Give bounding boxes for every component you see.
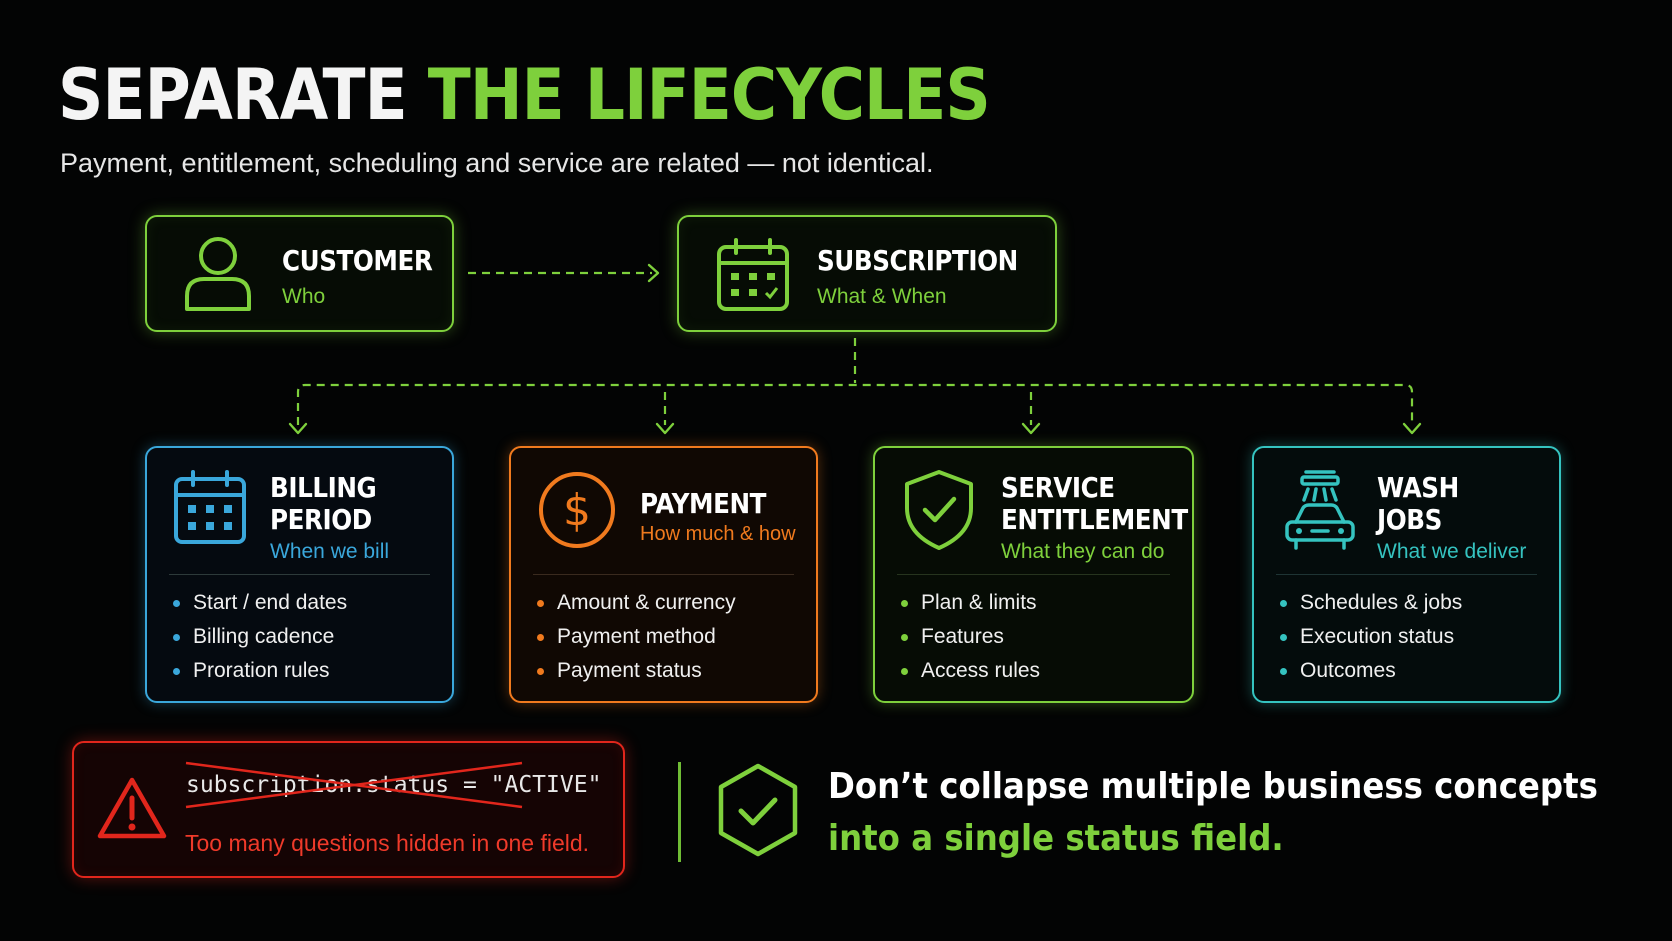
list-item: Amount & currency	[537, 586, 736, 620]
billing-heading-line2: PERIOD	[270, 503, 372, 536]
calendar-icon	[174, 470, 246, 544]
subscription-heading: SUBSCRIPTION	[817, 244, 1018, 277]
branch-bus-connector	[296, 383, 1414, 425]
anti-pattern-box	[72, 741, 625, 878]
billing-subtitle: When we bill	[270, 540, 390, 563]
payment-card: $ PAYMENT How much & how Amount & curren…	[509, 446, 818, 703]
billing-list: Start / end dates Billing cadence Prorat…	[173, 586, 347, 688]
entitlement-heading-line1: SERVICE	[1001, 471, 1115, 504]
card-divider	[1276, 574, 1537, 575]
card-divider	[169, 574, 430, 575]
list-item: Payment status	[537, 654, 736, 688]
list-item: Schedules & jobs	[1280, 586, 1462, 620]
page-title: SEPARATE THE LIFECYCLES	[58, 54, 991, 136]
svg-text:$: $	[563, 485, 591, 536]
wash-heading-line2: JOBS	[1377, 503, 1442, 536]
list-item: Start / end dates	[173, 586, 347, 620]
entitlement-heading-line2: ENTITLEMENT	[1001, 503, 1188, 536]
service-entitlement-card: SERVICE ENTITLEMENT What they can do Pla…	[873, 446, 1194, 703]
user-icon	[185, 237, 251, 311]
list-item: Plan & limits	[901, 586, 1040, 620]
dollar-icon: $	[539, 472, 615, 548]
billing-period-card: BILLING PERIOD When we bill Start / end …	[145, 446, 454, 703]
payment-subtitle: How much & how	[640, 523, 796, 545]
card-divider	[897, 574, 1170, 575]
entitlement-subtitle: What they can do	[1001, 540, 1165, 563]
subscription-subtitle: What & When	[817, 285, 947, 308]
list-item: Access rules	[901, 654, 1040, 688]
wash-jobs-card: WASH JOBS What we deliver Schedules & jo…	[1252, 446, 1561, 703]
list-item: Features	[901, 620, 1040, 654]
list-item: Outcomes	[1280, 654, 1462, 688]
arrowhead-payment	[655, 422, 675, 435]
wash-list: Schedules & jobs Execution status Outcom…	[1280, 586, 1462, 688]
list-item: Payment method	[537, 620, 736, 654]
warning-icon	[97, 777, 167, 839]
wash-subtitle: What we deliver	[1377, 540, 1527, 563]
card-divider	[533, 574, 794, 575]
calendar-icon	[717, 238, 789, 311]
arrowhead-subscription	[647, 263, 660, 283]
conclusion-line1: Don’t collapse multiple business concept…	[828, 766, 1598, 807]
status-code-snippet: subscription.status = "ACTIVE"	[186, 772, 602, 798]
arrowhead-entitlement	[1021, 422, 1041, 435]
conclusion-line2: into a single status field.	[828, 818, 1284, 859]
hexagon-check-icon	[718, 763, 798, 857]
arrowhead-wash-jobs	[1402, 422, 1422, 435]
list-item: Proration rules	[173, 654, 347, 688]
billing-heading-line1: BILLING	[270, 471, 377, 504]
warning-message: Too many questions hidden in one field.	[185, 830, 590, 856]
subscription-box: SUBSCRIPTION What & When	[677, 215, 1057, 332]
strikethrough-cross	[185, 761, 523, 809]
customer-subtitle: Who	[282, 285, 326, 308]
shield-check-icon	[905, 470, 973, 550]
page-subtitle: Payment, entitlement, scheduling and ser…	[60, 148, 934, 178]
entitlement-list: Plan & limits Features Access rules	[901, 586, 1040, 688]
car-wash-icon	[1285, 470, 1355, 550]
section-divider	[678, 762, 681, 862]
list-item: Billing cadence	[173, 620, 347, 654]
wash-heading-line1: WASH	[1377, 471, 1459, 504]
customer-box: CUSTOMER Who	[145, 215, 454, 332]
payment-heading: PAYMENT	[640, 487, 767, 520]
customer-heading: CUSTOMER	[282, 244, 433, 277]
arrowhead-billing	[288, 422, 308, 435]
list-item: Execution status	[1280, 620, 1462, 654]
payment-list: Amount & currency Payment method Payment…	[537, 586, 736, 688]
